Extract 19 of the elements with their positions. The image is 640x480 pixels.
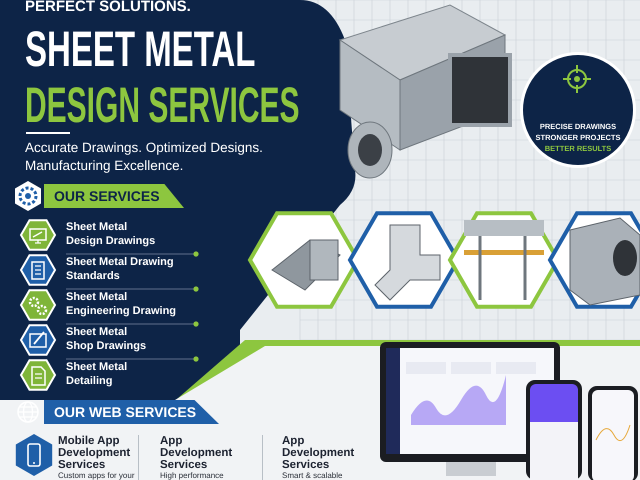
service-text: Sheet Metal Detailing xyxy=(66,360,128,388)
service-text: Sheet Metal Shop Drawings xyxy=(66,325,148,353)
service-text: Sheet Metal Design Drawings xyxy=(66,220,156,248)
service-title: App Development Services xyxy=(160,435,234,471)
service-description: High performance xyxy=(160,471,224,480)
subtitle: Accurate Drawings. Optimized Designs. Manufacturing Excellence. xyxy=(25,139,264,175)
heading: SHEET METAL xyxy=(25,20,256,78)
section-banner xyxy=(44,400,219,424)
service-title: Mobile App Development Services xyxy=(58,435,132,471)
banner-text: OUR SERVICES xyxy=(54,188,160,204)
section-banner xyxy=(44,184,184,208)
service-description: Smart & scalable xyxy=(282,471,342,480)
service-text: Sheet Metal Drawing Standards xyxy=(66,255,175,283)
tagline: PERFECT SOLUTIONS. xyxy=(25,0,191,15)
heading: DESIGN SERVICES xyxy=(25,76,300,134)
banner-text: OUR WEB SERVICES xyxy=(54,404,196,420)
service-title: App Development Services xyxy=(282,435,356,471)
service-description: Custom apps for your xyxy=(58,471,134,480)
service-text: Sheet Metal Engineering Drawing xyxy=(66,290,178,318)
